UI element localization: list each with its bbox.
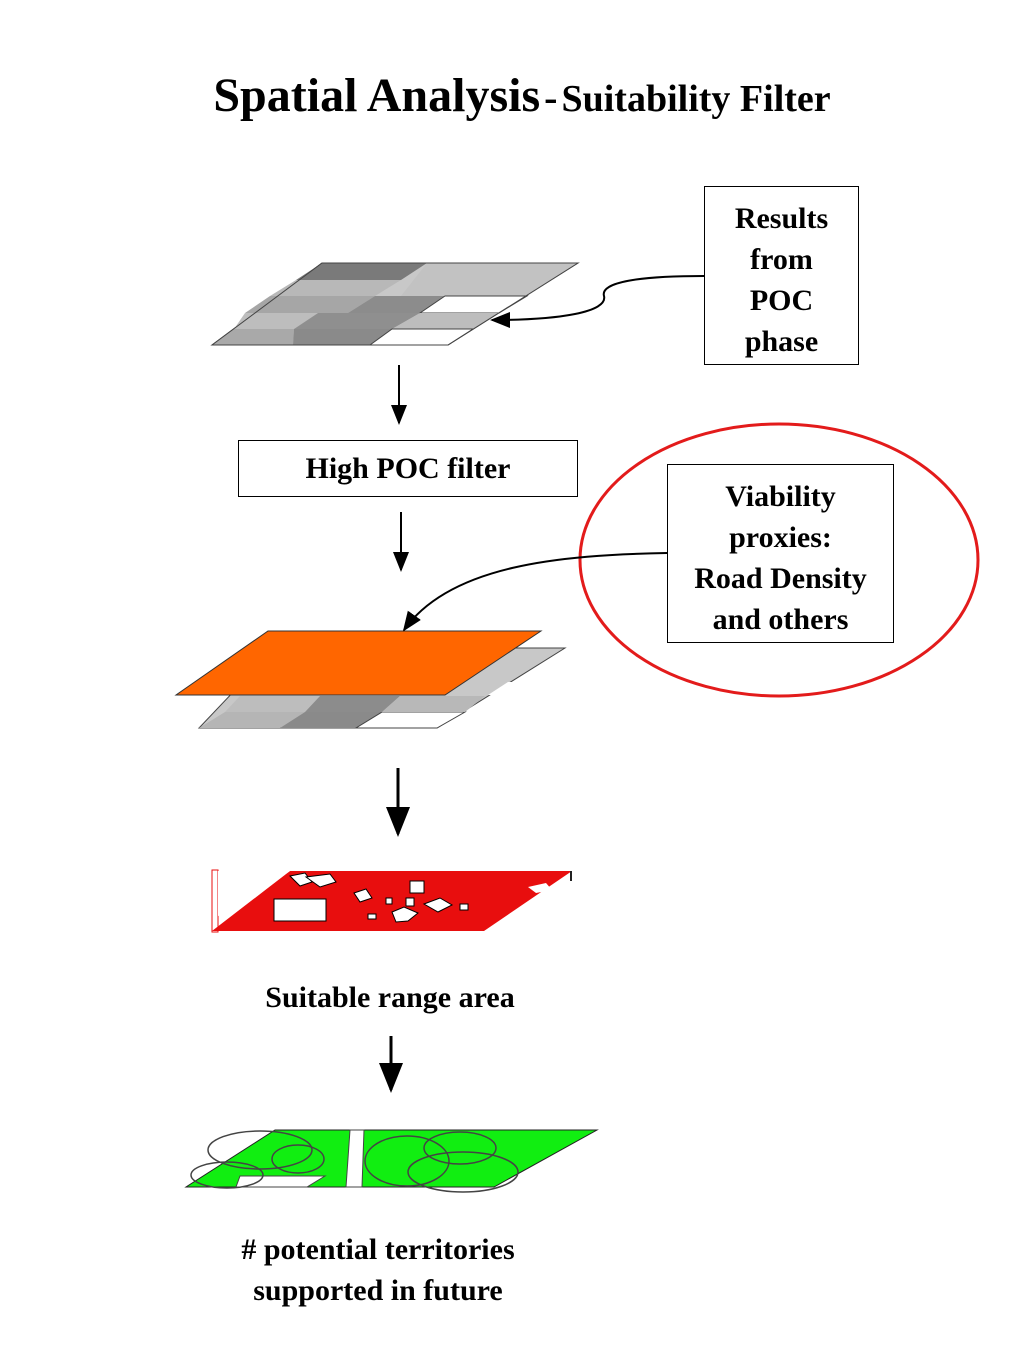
viability-proxies-box: Viability proxies: Road Density and othe… <box>667 464 894 643</box>
results-line-3: POC <box>749 284 814 317</box>
green-territories-layer-icon <box>184 1129 599 1193</box>
results-line-2: from <box>750 243 813 276</box>
orange-layer-icon <box>174 630 567 729</box>
territories-line-2: supported in future <box>253 1274 503 1307</box>
red-layer-icon <box>211 869 572 933</box>
results-line-1: Results <box>734 202 829 235</box>
gray-grid-layer-icon <box>210 262 580 346</box>
viability-line-4: and others <box>712 603 849 636</box>
results-line-4: phase <box>744 325 819 358</box>
viability-line-2: proxies: <box>729 521 832 554</box>
page-title: Spatial Analysis - Suitability Filter <box>0 68 1024 123</box>
potential-territories-label: # potential territories supported in fut… <box>188 1229 568 1311</box>
territories-line-1: # potential territories <box>241 1233 515 1266</box>
highlight-ellipse <box>578 422 980 698</box>
suitable-range-label: Suitable range area <box>265 981 515 1014</box>
high-poc-filter-box: High POC filter <box>238 440 578 497</box>
title-main: Spatial Analysis <box>213 69 541 122</box>
title-subtitle: Suitability Filter <box>561 78 831 120</box>
results-from-poc-box: Results from POC phase <box>704 186 859 365</box>
results-connector <box>490 275 705 328</box>
viability-connector <box>402 552 668 632</box>
viability-line-1: Viability <box>725 480 836 513</box>
title-separator: - <box>544 75 558 120</box>
viability-line-3: Road Density <box>694 562 867 595</box>
